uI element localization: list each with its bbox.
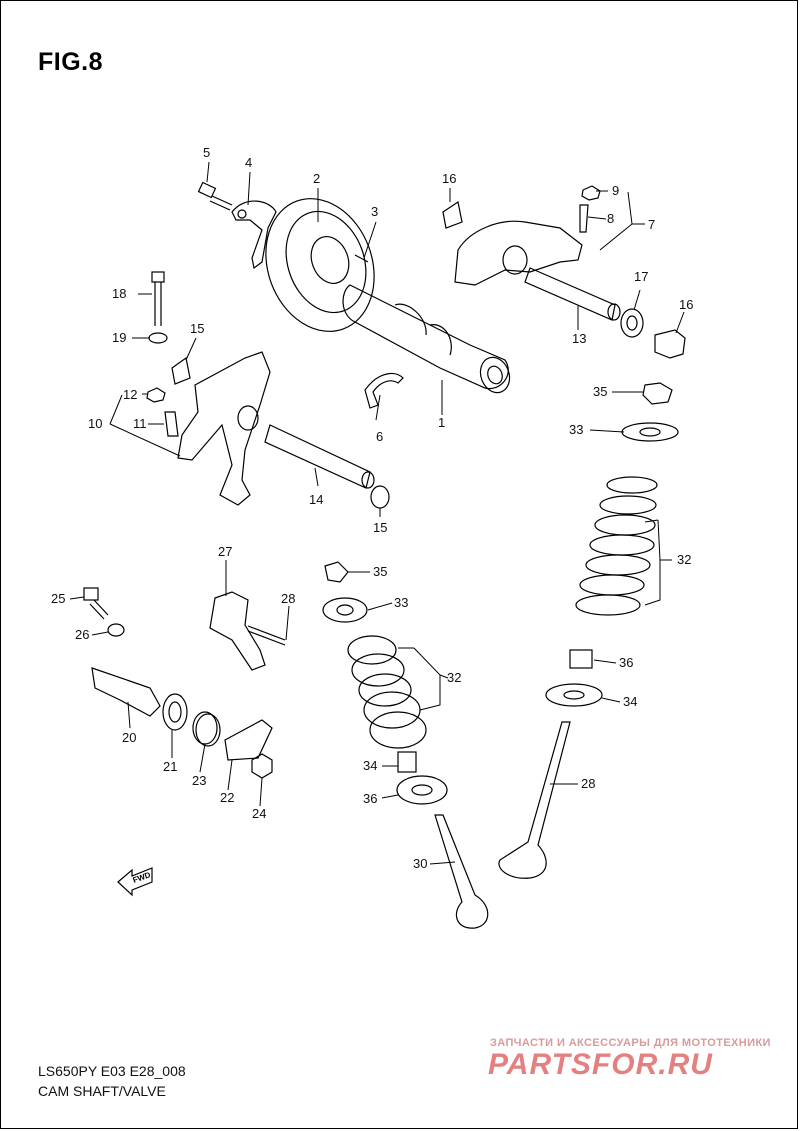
part-ring-22	[162, 693, 188, 731]
callout-label: 16	[679, 297, 694, 312]
leader-lines	[69, 161, 685, 865]
callout-label: 6	[376, 429, 384, 444]
callout-label: 9	[612, 183, 620, 198]
callout-label: 22	[220, 790, 235, 805]
part-cotter-34-upper	[642, 382, 673, 405]
part-cotter-34-lower	[324, 561, 349, 583]
part-valve-31	[434, 814, 489, 929]
callout-label: 2	[313, 171, 321, 186]
callout-label: 16	[442, 171, 457, 186]
callout-label: 18	[112, 286, 127, 301]
part-spring-32-lower	[347, 635, 427, 749]
callout-label: 7	[648, 217, 656, 232]
part-bolt-5	[197, 181, 233, 211]
callout-label: 34	[623, 694, 638, 709]
callout-label: 36	[619, 655, 634, 670]
callout-label: 26	[75, 627, 90, 642]
part-seat-35-lower	[396, 775, 448, 805]
fwd-arrow-icon: FWD	[117, 867, 153, 897]
part-screw-29	[247, 625, 286, 646]
callout-label: 33	[569, 422, 584, 437]
part-shaft-13	[524, 267, 621, 321]
callout-label: 23	[192, 773, 207, 788]
callout-label: 32	[447, 670, 462, 685]
callout-label: 32	[677, 552, 692, 567]
part-camshaft-1	[342, 284, 511, 394]
part-cap-16-upper	[442, 201, 463, 229]
part-seal-36-lower	[397, 751, 417, 773]
callout-label: 17	[634, 269, 649, 284]
part-plate-23	[224, 719, 273, 761]
part-seat-35-upper	[545, 683, 603, 707]
callout-label: 34	[363, 758, 378, 773]
part-shaft-21	[91, 667, 161, 717]
callout-label: 1	[438, 415, 446, 430]
callout-label: 5	[203, 145, 211, 160]
callout-label: 35	[593, 384, 608, 399]
part-washer-27	[107, 623, 125, 637]
callout-label: 28	[281, 591, 296, 606]
part-cap-16-lower	[171, 356, 191, 385]
figure-title: FIG.8	[38, 48, 104, 76]
part-clip-6	[364, 372, 404, 409]
part-bolt-19	[151, 271, 165, 326]
part-washer-18	[620, 308, 644, 338]
callout-label: 21	[163, 759, 178, 774]
callout-label: 3	[371, 204, 379, 219]
part-adjuster-11	[164, 411, 179, 437]
part-washer-20	[148, 332, 168, 344]
part-spring-32-upper	[575, 476, 658, 616]
part-bracket-28	[209, 591, 266, 671]
callout-label: 19	[112, 330, 127, 345]
callout-label: 35	[373, 564, 388, 579]
callout-label: 15	[190, 321, 205, 336]
callout-label: 14	[309, 492, 324, 507]
part-bolt-26	[83, 587, 109, 620]
watermark-tagline: ЗАПЧАСТИ И АКСЕССУАРЫ ДЛЯ МОТОТЕХНИКИ	[490, 1037, 771, 1049]
part-plug-17	[654, 329, 686, 359]
part-adjuster-8	[579, 204, 589, 233]
callout-label: 20	[122, 730, 137, 745]
callout-label: 27	[218, 544, 233, 559]
callout-label: 33	[394, 595, 409, 610]
part-rocker-arm-7	[454, 220, 583, 286]
part-sprocket-2	[265, 198, 375, 332]
callout-label: 25	[51, 591, 66, 606]
callout-label: 11	[133, 416, 147, 431]
part-pin-3	[354, 254, 369, 263]
part-retainer-33-lower	[322, 597, 368, 623]
callout-label: 36	[363, 791, 378, 806]
callout-label: 12	[123, 387, 138, 402]
callout-label: 13	[572, 331, 587, 346]
callout-label: 10	[88, 416, 103, 431]
part-retainer-33-upper	[621, 422, 679, 442]
callout-label: 28	[581, 776, 596, 791]
part-spring-24	[192, 711, 221, 747]
part-shaft-14	[264, 424, 375, 489]
part-nut-9	[581, 185, 601, 201]
part-seal-36-upper	[569, 649, 593, 669]
callout-label: 8	[607, 211, 615, 226]
callout-label: 4	[245, 155, 253, 170]
part-oring-15	[370, 485, 390, 509]
callout-label: 15	[373, 520, 388, 535]
model-code: LS650PY E03 E28_008	[38, 1063, 186, 1079]
part-rocker-arm-10	[177, 351, 271, 506]
callout-label: 30	[413, 856, 428, 871]
callout-label: 24	[252, 806, 267, 821]
part-nut-12	[146, 387, 166, 403]
figure-name: CAM SHAFT/VALVE	[38, 1083, 166, 1099]
part-valve-30	[498, 721, 571, 879]
watermark-logo: PARTSFOR.RU	[488, 1048, 713, 1081]
part-plate-4	[231, 200, 277, 270]
part-nut-25	[251, 753, 273, 779]
